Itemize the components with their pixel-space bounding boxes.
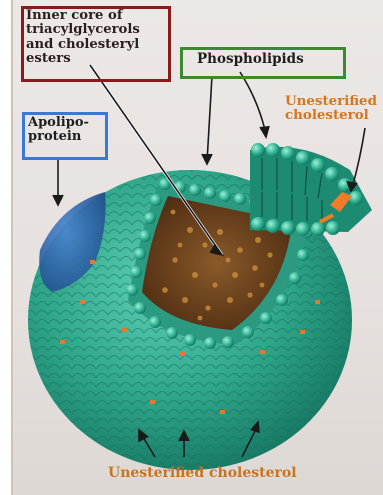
unesterified-right-line-2: cholesterol — [285, 108, 383, 122]
inner-core-line-1: Inner core of — [26, 9, 166, 23]
apolipoprotein-line-2: protein — [28, 130, 89, 144]
unesterified-right-line-1: Unesterified — [285, 94, 383, 108]
inner-core-line-4: esters — [26, 52, 166, 66]
inner-core-line-2: triacylglycerols — [26, 23, 166, 37]
inner-core-line-3: and cholesteryl — [26, 38, 166, 52]
phospholipids-label: Phospholipids — [197, 52, 304, 67]
unesterified-cholesterol-label-right: Unesterified cholesterol — [285, 94, 383, 123]
apolipoprotein-label: Apolipo- protein — [28, 116, 89, 144]
apolipoprotein-line-1: Apolipo- — [28, 116, 89, 130]
unesterified-cholesterol-label-bottom: Unesterified cholesterol — [108, 466, 297, 481]
bilayer-inset — [250, 143, 372, 236]
inner-core-label: Inner core of triacylglycerols and chole… — [26, 9, 166, 66]
